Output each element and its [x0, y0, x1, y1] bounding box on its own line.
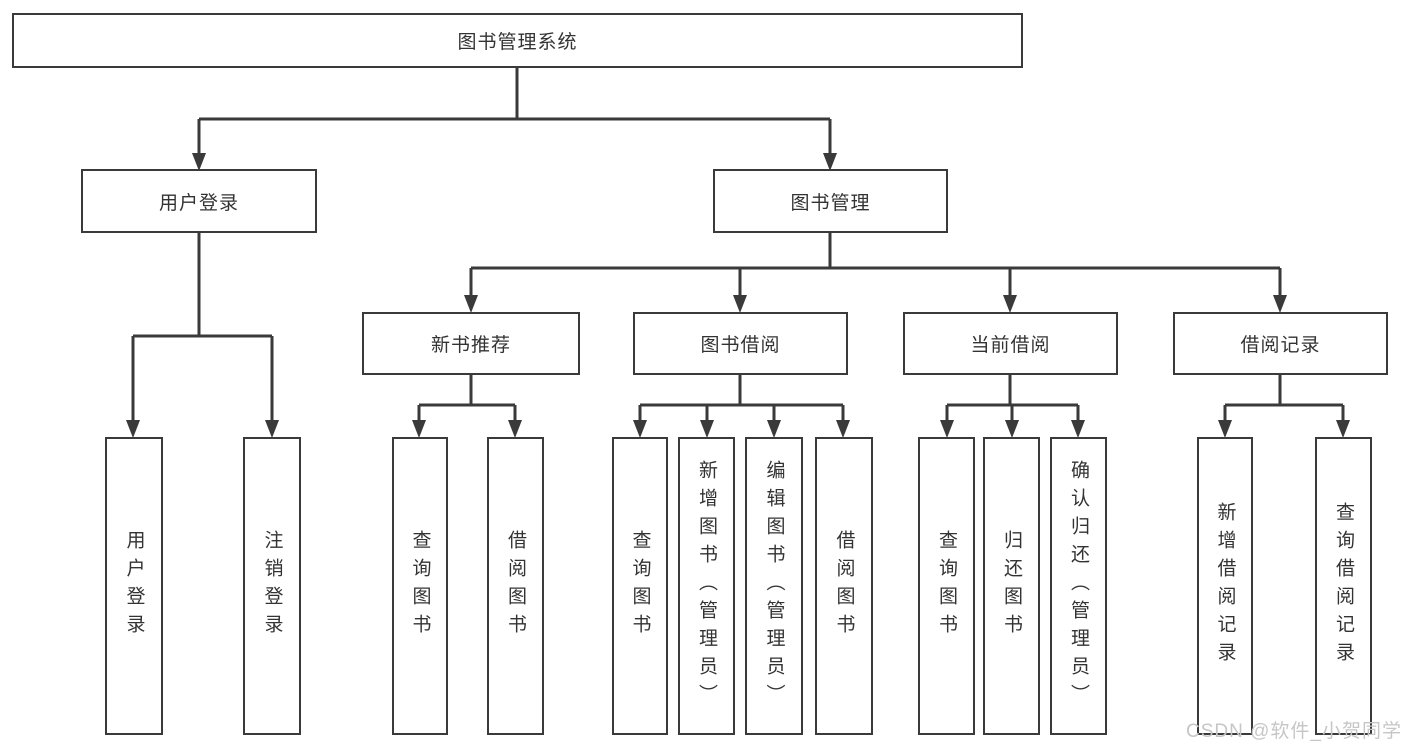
leaf-confirm-return-admin-label: 确认归还（管理员） [1068, 460, 1089, 712]
leaf-return-book: 归还图书 [983, 437, 1040, 735]
node-book-management-branch: 图书管理 [713, 169, 948, 233]
node-current-borrowing-label: 当前借阅 [970, 335, 1051, 356]
leaf-query-book-current: 查询图书 [918, 437, 975, 735]
node-borrowing-records-label: 借阅记录 [1240, 335, 1321, 356]
leaf-add-borrow-record: 新增借阅记录 [1197, 437, 1253, 735]
leaf-logout: 注销登录 [243, 437, 301, 735]
leaf-user-login: 用户登录 [105, 437, 163, 735]
leaf-query-book-recommend: 查询图书 [392, 437, 448, 735]
node-new-book-recommend: 新书推荐 [362, 312, 580, 375]
node-current-borrowing: 当前借阅 [903, 312, 1118, 375]
leaf-query-book-recommend-label: 查询图书 [409, 530, 431, 642]
node-root-system-label: 图书管理系统 [457, 32, 578, 53]
leaf-borrow-book-recommend: 借阅图书 [487, 437, 544, 735]
node-user-login-branch: 用户登录 [81, 169, 317, 233]
leaf-add-borrow-record-label: 新增借阅记录 [1214, 502, 1236, 670]
node-book-management-branch-label: 图书管理 [790, 192, 871, 214]
leaf-logout-label: 注销登录 [261, 530, 283, 642]
node-user-login-branch-label: 用户登录 [158, 192, 239, 214]
leaf-borrow-book-label: 借阅图书 [833, 530, 855, 642]
leaf-borrow-book: 借阅图书 [815, 437, 873, 735]
leaf-query-book-current-label: 查询图书 [936, 530, 957, 642]
leaf-confirm-return-admin: 确认归还（管理员） [1050, 437, 1107, 735]
node-new-book-recommend-label: 新书推荐 [430, 335, 511, 356]
leaf-edit-book-admin-label: 编辑图书（管理员） [763, 460, 785, 712]
csdn-watermark: CSDN @软件_小贺同学 [1186, 721, 1402, 742]
leaf-user-login-label: 用户登录 [123, 530, 145, 642]
leaf-return-book-label: 归还图书 [1001, 530, 1022, 642]
leaf-add-book-admin-label: 新增图书（管理员） [696, 460, 717, 712]
leaf-edit-book-admin: 编辑图书（管理员） [745, 437, 803, 735]
leaf-query-borrow-record: 查询借阅记录 [1315, 437, 1372, 735]
leaf-query-borrow-record-label: 查询借阅记录 [1333, 502, 1354, 670]
node-book-borrowing: 图书借阅 [633, 312, 848, 375]
arrowheads [126, 153, 1350, 438]
leaf-borrow-book-recommend-label: 借阅图书 [505, 530, 526, 642]
leaf-query-book-borrowing: 查询图书 [612, 437, 668, 735]
leaf-add-book-admin: 新增图书（管理员） [678, 437, 735, 735]
node-borrowing-records: 借阅记录 [1173, 312, 1388, 375]
node-book-borrowing-label: 图书借阅 [700, 335, 781, 356]
connector-paths [131, 68, 1345, 424]
node-root-system: 图书管理系统 [12, 13, 1023, 68]
leaf-query-book-borrowing-label: 查询图书 [629, 530, 651, 642]
